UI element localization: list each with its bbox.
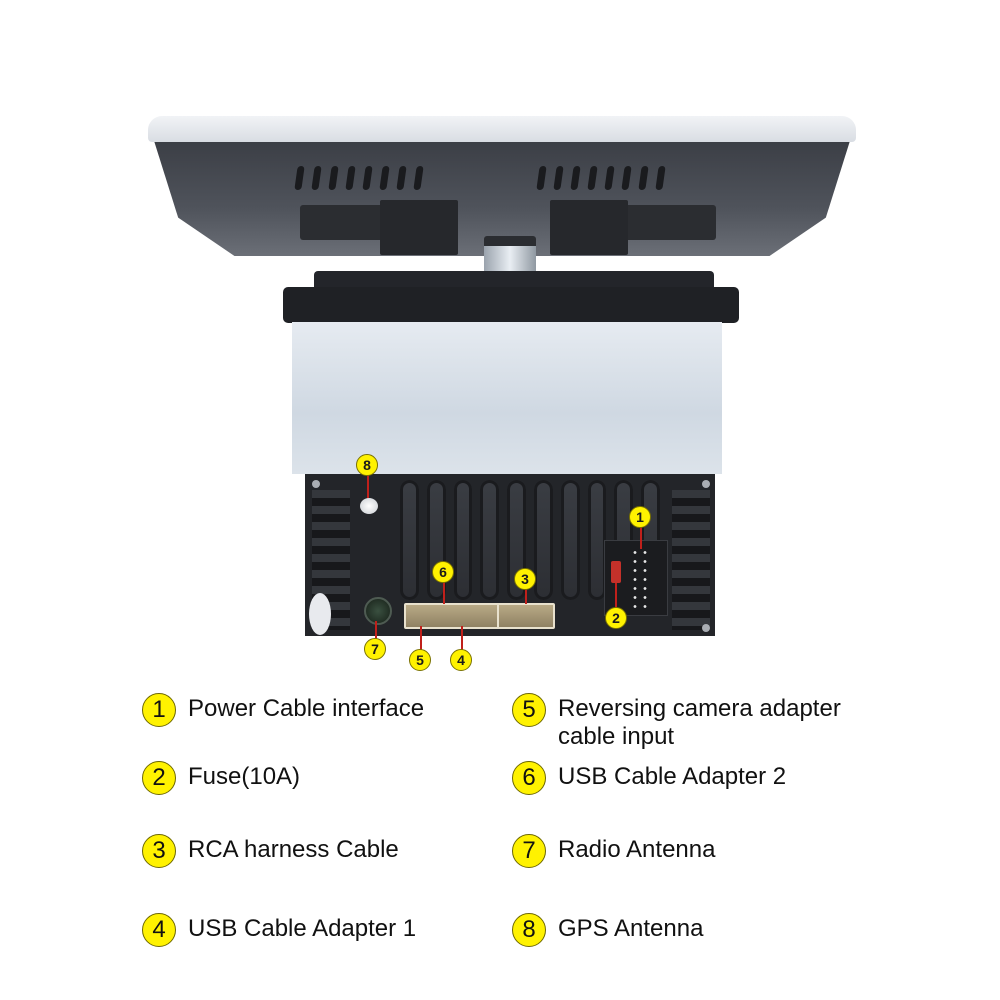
- legend-label: Reversing camera adapter cable input: [558, 695, 841, 750]
- heatsink-right: [672, 490, 710, 630]
- heatsink-ribs: [400, 480, 660, 600]
- screw: [702, 624, 710, 632]
- legend-label: RCA harness Cable: [188, 836, 399, 863]
- legend-item-usb-2: 6 USB Cable Adapter 2: [512, 761, 786, 795]
- leader-line: [420, 626, 422, 650]
- callout-marker: 8: [356, 454, 378, 476]
- callout-marker: 1: [629, 506, 651, 528]
- legend-item-rca: 3 RCA harness Cable: [142, 834, 399, 868]
- head-unit-top: [314, 271, 714, 291]
- legend-label: Radio Antenna: [558, 836, 716, 863]
- number-badge: 7: [512, 834, 546, 868]
- head-unit-metal-cover: [292, 322, 722, 474]
- legend-label: GPS Antenna: [558, 915, 704, 942]
- legend-label: Fuse(10A): [188, 763, 301, 790]
- legend-item-fuse: 2 Fuse(10A): [142, 761, 300, 795]
- number-badge: 1: [142, 693, 176, 727]
- leader-line: [375, 621, 377, 639]
- number-badge: 3: [142, 834, 176, 868]
- callout-marker: 7: [364, 638, 386, 660]
- mount-bracket-left: [380, 200, 458, 255]
- monitor-top-edge: [148, 116, 856, 142]
- monitor-vents-left: [294, 166, 424, 192]
- monitor-vents-right: [536, 166, 666, 192]
- label-sticker: [309, 593, 331, 635]
- callout-marker: 6: [432, 561, 454, 583]
- number-badge: 2: [142, 761, 176, 795]
- number-badge: 5: [512, 693, 546, 727]
- legend-item-power: 1 Power Cable interface: [142, 693, 424, 727]
- legend-label: USB Cable Adapter 2: [558, 763, 787, 790]
- radio-antenna-port: [364, 597, 392, 625]
- leader-line: [443, 582, 445, 604]
- gps-antenna-port: [360, 498, 378, 514]
- rca-connector: [497, 603, 555, 629]
- number-badge: 4: [142, 913, 176, 947]
- leader-line: [367, 474, 369, 498]
- legend-item-usb-1: 4 USB Cable Adapter 1: [142, 913, 416, 947]
- leader-line: [640, 527, 642, 549]
- callout-marker: 4: [450, 649, 472, 671]
- head-unit-frame: [283, 287, 739, 323]
- number-badge: 8: [512, 913, 546, 947]
- callout-marker: 2: [605, 607, 627, 629]
- legend-item-reversing-camera: 5 Reversing camera adapter cable input: [512, 693, 882, 751]
- legend-item-gps-antenna: 8 GPS Antenna: [512, 913, 703, 947]
- mount-bracket-right: [550, 200, 628, 255]
- leader-line: [615, 583, 617, 609]
- callout-marker: 3: [514, 568, 536, 590]
- callout-marker: 5: [409, 649, 431, 671]
- leader-line: [525, 588, 527, 604]
- fuse: [611, 561, 621, 583]
- legend-item-radio-antenna: 7 Radio Antenna: [512, 834, 715, 868]
- leader-line: [461, 626, 463, 650]
- power-connector-pins: [630, 548, 650, 608]
- number-badge: 6: [512, 761, 546, 795]
- screw: [312, 480, 320, 488]
- screw: [702, 480, 710, 488]
- legend-label: Power Cable interface: [188, 695, 425, 722]
- usb-camera-connector-block: [404, 603, 500, 629]
- legend-label: USB Cable Adapter 1: [188, 915, 417, 942]
